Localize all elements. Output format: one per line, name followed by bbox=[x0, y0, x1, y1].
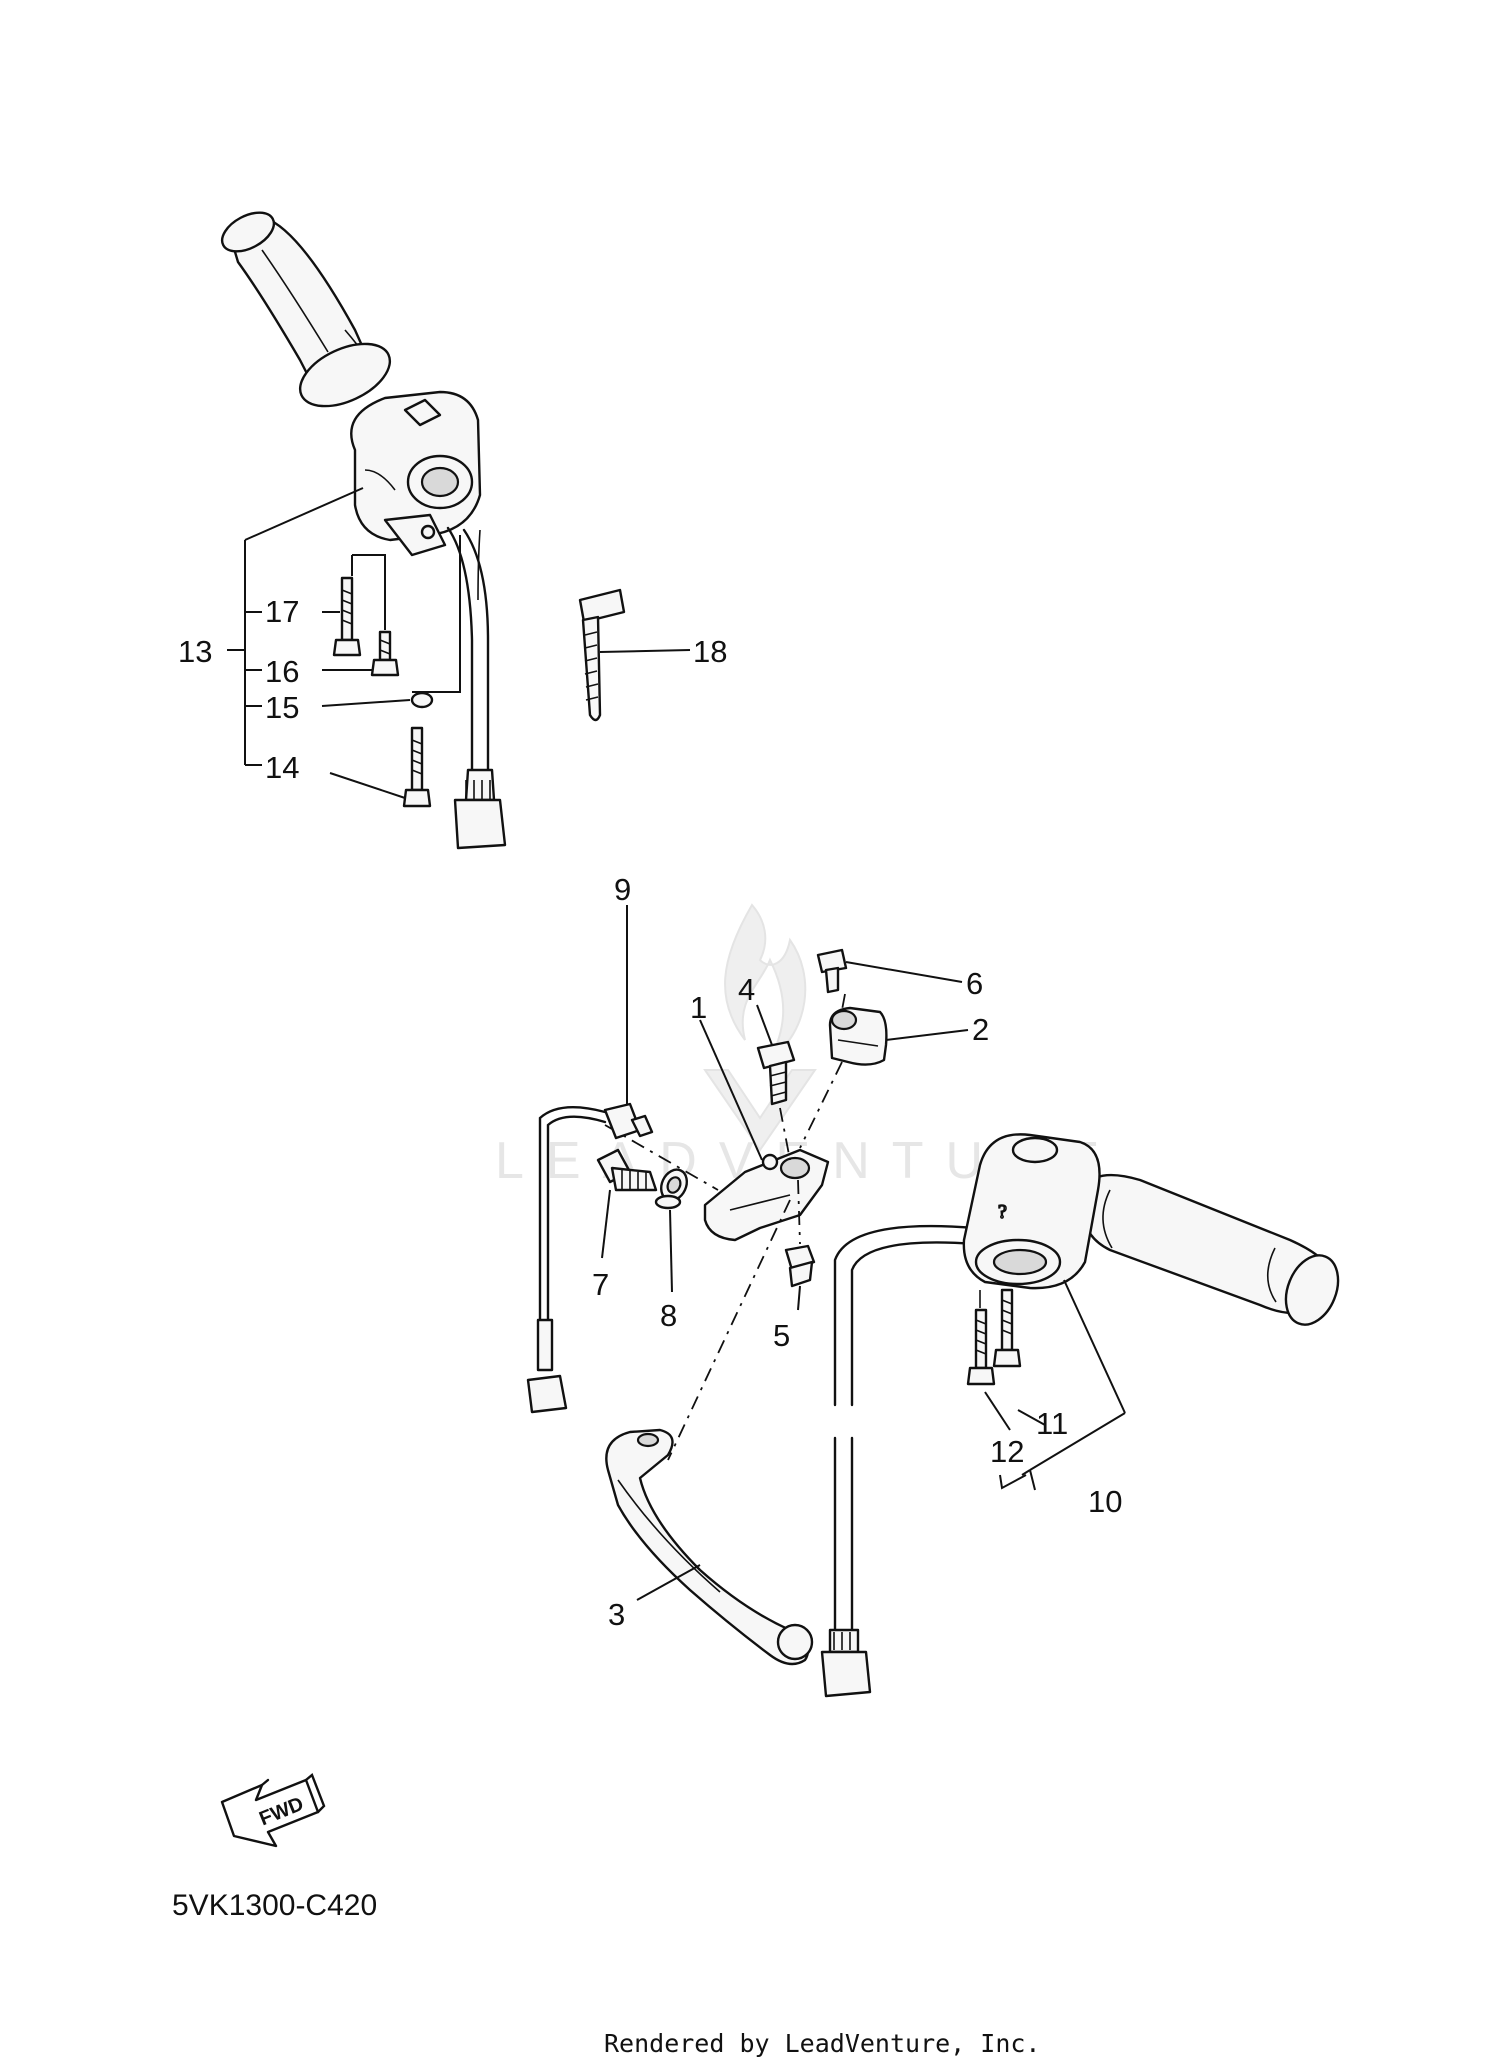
diagram-code: 5VK1300-C420 bbox=[172, 1889, 377, 1922]
callout-3: 3 bbox=[608, 1597, 625, 1632]
callout-2: 2 bbox=[972, 1012, 989, 1047]
callout-5: 5 bbox=[773, 1318, 790, 1353]
left-handlebar-switch-assembly bbox=[220, 211, 507, 850]
lever-holder-group bbox=[604, 948, 888, 1461]
callout-7: 7 bbox=[592, 1267, 609, 1302]
watermark-v-icon bbox=[703, 1069, 817, 1152]
svg-text:?: ? bbox=[998, 1201, 1007, 1223]
callout-15: 15 bbox=[265, 690, 299, 725]
callouts: 1 2 3 4 5 6 7 8 9 10 11 12 13 14 15 16 1… bbox=[178, 594, 1122, 1632]
callout-13: 13 bbox=[178, 634, 212, 669]
right-handlebar-switch-assembly: ? bbox=[820, 1133, 1340, 1698]
callout-8: 8 bbox=[660, 1298, 677, 1333]
callout-11: 11 bbox=[1036, 1406, 1068, 1441]
callout-6: 6 bbox=[966, 966, 983, 1001]
clutch-lever bbox=[605, 1428, 814, 1666]
callout-17: 17 bbox=[265, 594, 299, 629]
callout-16: 16 bbox=[265, 654, 299, 689]
callout-4: 4 bbox=[738, 972, 755, 1007]
fwd-arrow: FWD bbox=[220, 1773, 326, 1848]
footer-credit: Rendered by LeadVenture, Inc. bbox=[604, 2029, 1041, 2058]
leader-lines bbox=[227, 611, 1126, 1601]
callout-1: 1 bbox=[690, 990, 707, 1025]
cable-tie bbox=[578, 588, 626, 722]
callout-12: 12 bbox=[990, 1434, 1024, 1469]
callout-14: 14 bbox=[265, 750, 299, 785]
callout-10: 10 bbox=[1088, 1484, 1122, 1519]
callout-18: 18 bbox=[693, 634, 727, 669]
clutch-switch bbox=[526, 1102, 654, 1414]
adjuster-group bbox=[596, 1148, 689, 1210]
callout-9: 9 bbox=[614, 872, 631, 907]
